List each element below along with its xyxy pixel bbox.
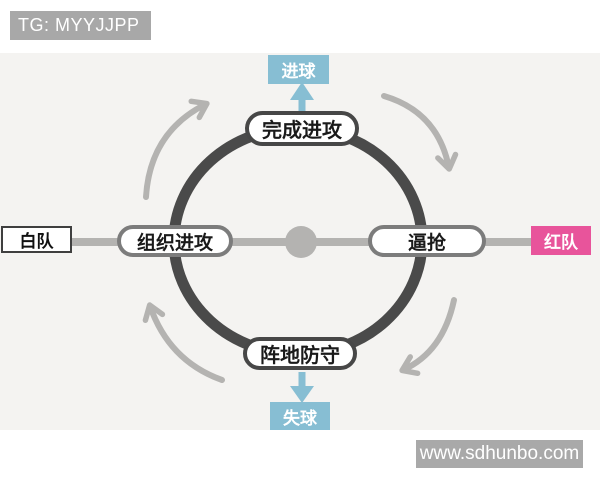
outcome-goal-label: 进球 (281, 62, 316, 81)
phase-organize-attack-label: 组织进攻 (136, 232, 213, 254)
phase-positional-defense-label: 阵地防守 (260, 345, 340, 367)
outcome-concede-label: 失球 (283, 408, 317, 428)
phase-pressing-label: 逼抢 (407, 232, 446, 254)
website-badge: www.sdhunbo.com (416, 440, 583, 468)
phase-finish-attack: 完成进攻 (245, 111, 359, 146)
team-red-tag: 红队 (531, 226, 591, 255)
clockwise-arrow-upper-right-icon (381, 93, 459, 172)
goal-arrow-up-icon (290, 82, 314, 113)
phase-organize-attack: 组织进攻 (117, 225, 233, 257)
clockwise-arrow-upper-left-icon (143, 98, 210, 200)
concede-arrow-down-icon (290, 372, 314, 403)
team-white-label: 白队 (19, 232, 54, 251)
outcome-goal-tag: 进球 (268, 55, 329, 84)
phase-finish-attack-label: 完成进攻 (262, 120, 342, 142)
team-red-label: 红队 (544, 233, 578, 252)
watermark-text: TG: MYYJJPP (18, 15, 140, 35)
outcome-concede-tag: 失球 (270, 402, 330, 430)
team-white-tag: 白队 (1, 226, 72, 253)
website-url-text: www.sdhunbo.com (419, 443, 580, 464)
clockwise-arrow-lower-left-icon (142, 302, 225, 383)
center-node (285, 226, 317, 258)
watermark-badge: TG: MYYJJPP (10, 11, 151, 40)
phase-positional-defense: 阵地防守 (243, 337, 357, 370)
clockwise-arrow-lower-right-icon (399, 297, 457, 377)
phase-pressing: 逼抢 (368, 225, 486, 257)
